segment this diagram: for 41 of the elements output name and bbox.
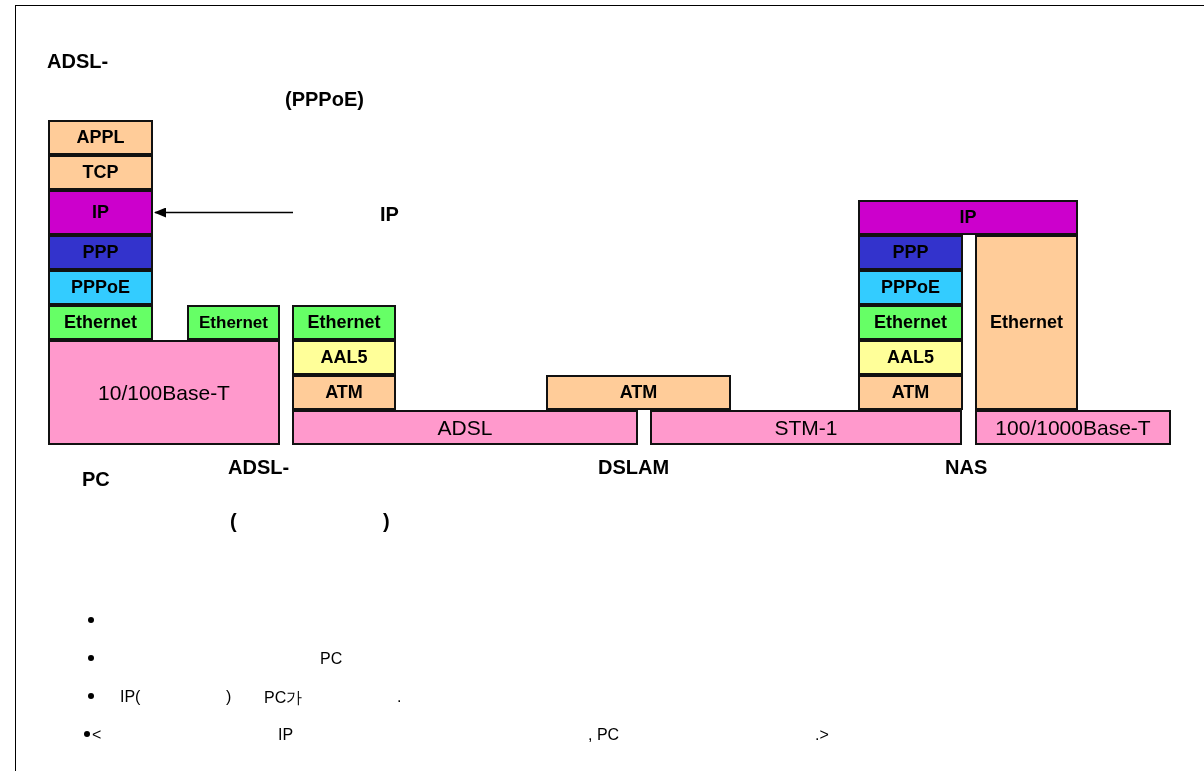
protocol-layer-box: IP [858,200,1078,235]
protocol-layer-box: AAL5 [292,340,396,375]
protocol-layer-box: ATM [546,375,731,410]
note-text: IP( [120,688,141,706]
protocol-layer-box: ATM [292,375,396,410]
heading-text: (PPPoE) [285,88,364,111]
note-text: PC가 [264,688,303,708]
note-text: IP [278,726,294,744]
protocol-layer-box: Ethernet [858,305,963,340]
heading-text: ) [383,510,390,533]
heading-text: DSLAM [598,456,670,479]
protocol-layer-box: STM-1 [650,410,962,445]
protocol-layer-box: Ethernet [48,305,153,340]
protocol-layer-box: ATM [858,375,963,410]
note-text: PC [320,650,343,668]
heading-text: PC [82,468,110,491]
protocol-layer-box: PPPoE [48,270,153,305]
protocol-layer-box: 100/1000Base-T [975,410,1171,445]
heading-text: NAS [945,456,988,479]
heading-text: ( [230,510,237,533]
protocol-layer-box: ADSL [292,410,638,445]
heading-text: ADSL- [47,50,109,73]
arrow [154,207,294,218]
note-text: , PC [588,726,620,744]
protocol-layer-box: TCP [48,155,153,190]
note-text: . [397,688,402,706]
note-text: < [92,726,102,744]
note-text: ) [226,688,232,706]
heading-text: ADSL- [228,456,290,479]
protocol-layer-box: Ethernet [975,235,1078,410]
protocol-layer-box: APPL [48,120,153,155]
protocol-layer-box: IP [48,190,153,235]
protocol-layer-box: Ethernet [292,305,396,340]
protocol-layer-box: PPP [858,235,963,270]
note-text: .> [815,726,829,744]
protocol-layer-box: PPPoE [858,270,963,305]
protocol-layer-box: AAL5 [858,340,963,375]
protocol-layer-box: 10/100Base-T [48,340,280,445]
protocol-layer-box: Ethernet [187,305,280,340]
heading-text: IP [380,203,399,226]
protocol-layer-box: PPP [48,235,153,270]
